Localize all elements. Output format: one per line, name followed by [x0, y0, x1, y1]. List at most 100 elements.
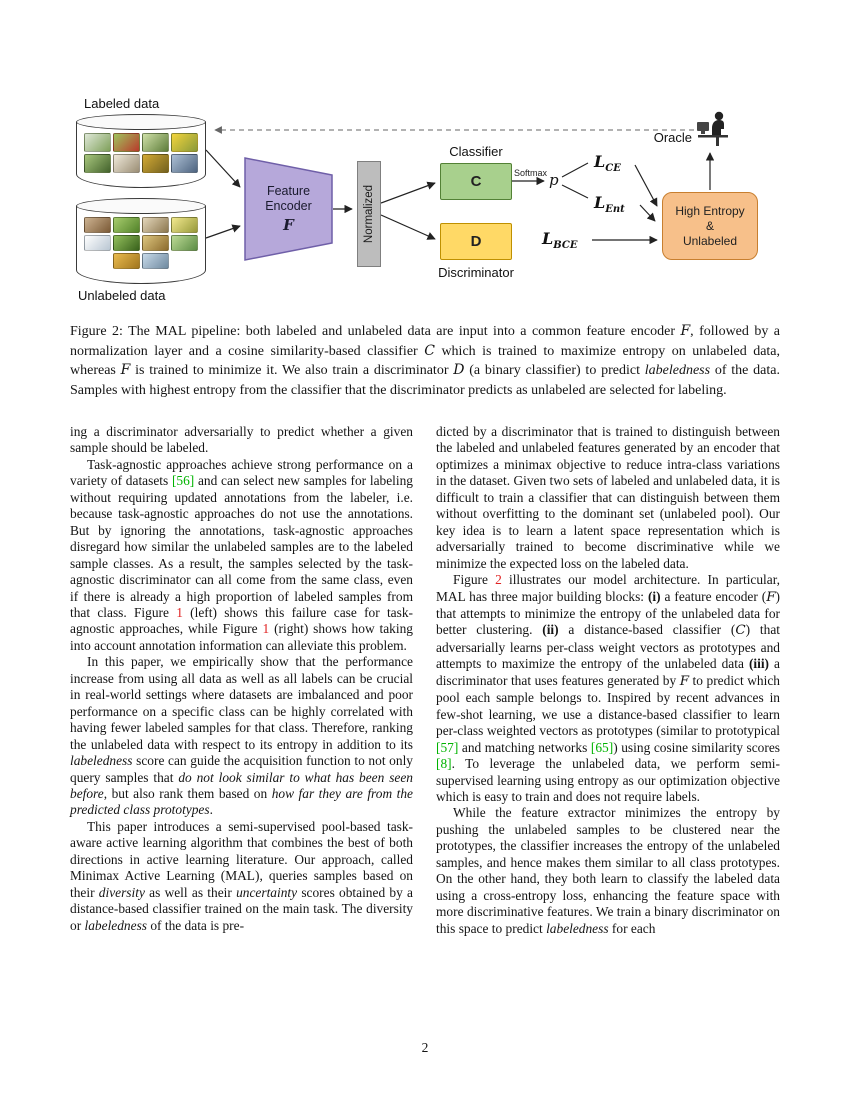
loss-binary-cross-entropy: LBCE — [542, 229, 577, 251]
loss-cross-entropy: LCE — [594, 152, 621, 174]
photo-thumbnail — [142, 154, 169, 173]
mal-pipeline-figure: Labeled data Unlabeled data Feature Enco… — [0, 0, 850, 330]
classifier-title: Classifier — [449, 144, 503, 159]
photo-thumbnail — [142, 235, 169, 251]
text-segment: D — [453, 362, 465, 378]
text-segment: In this paper, we empirically show that … — [70, 654, 413, 752]
text-segment: C — [735, 623, 746, 639]
citation-link[interactable]: [56] — [171, 473, 195, 489]
high-entropy-unlabeled-box: High Entropy & Unlabeled — [662, 192, 758, 260]
oracle-label: Oracle — [653, 130, 692, 145]
discriminator-title: Discriminator — [438, 265, 514, 280]
unlabeled-to-encoder-arrow — [205, 224, 241, 239]
photo-thumbnail — [142, 253, 169, 269]
text-segment: do not look similar to what has been see… — [70, 769, 413, 801]
normalized-label: Normalized — [363, 184, 375, 244]
text-segment: a discriminator that uses features gener… — [436, 656, 780, 688]
text-segment: Task-agnostic approaches achieve strong … — [70, 456, 413, 489]
text-segment: which is trained to maximize entropy on … — [70, 343, 781, 379]
text-segment: While the feature extractor minimizes th… — [436, 805, 780, 936]
probability-label: p — [549, 171, 559, 189]
text-segment: dicted by a discriminator that is traine… — [436, 424, 780, 571]
paragraph: dicted by a discriminator that is traine… — [436, 424, 780, 572]
text-segment: of the data. Samples with highest entrop… — [70, 363, 780, 398]
text-segment: and matching networks — [458, 739, 591, 755]
photo-thumbnail — [171, 133, 198, 152]
text-segment: Figure 2: The MAL pipeline: both labeled… — [70, 324, 681, 339]
photo-thumbnail — [142, 217, 169, 233]
classifier-letter: C — [470, 173, 482, 190]
text-segment: This paper introduces a semi-supervised … — [70, 818, 413, 900]
photo-thumbnail — [84, 133, 111, 152]
unlabeled-thumbnails — [76, 206, 206, 284]
loss-letter: L — [594, 152, 606, 171]
text-segment: how far they are from the predicted clas… — [70, 785, 413, 818]
text-segment: diversity — [98, 884, 145, 900]
photo-thumbnail — [142, 133, 169, 152]
feature-encoder-line2: Encoder — [265, 199, 312, 213]
citation-link[interactable]: [65] — [590, 739, 614, 755]
lce-to-highentropy-arrow — [634, 164, 658, 207]
citation-link[interactable]: [57] — [436, 739, 459, 755]
cylinder-top-ellipse — [76, 198, 206, 214]
photo-thumbnail — [84, 235, 111, 251]
photo-thumbnail — [113, 217, 140, 233]
text-segment: Figure — [453, 572, 496, 588]
text-segment: . To leverage the unlabeled data, we per… — [436, 756, 780, 804]
text-segment: (a binary classifier) to predict — [464, 363, 645, 378]
normalized-to-classifier-arrow — [380, 181, 436, 204]
text-segment: a feature encoder ( — [660, 588, 767, 604]
labeled-thumbnails — [76, 122, 206, 188]
figure-ref-link[interactable]: 1 — [176, 604, 183, 620]
text-segment: (i) — [647, 588, 661, 604]
normalized-to-discriminator-arrow — [380, 214, 436, 240]
paragraph: Figure 2 illustrates our model architect… — [436, 572, 780, 805]
text-segment: . — [209, 802, 213, 818]
text-segment: to predict which pool each sample belong… — [436, 672, 780, 739]
text-segment: as well as their — [144, 884, 237, 900]
softmax-label: Softmax — [514, 168, 548, 178]
text-segment: score can guide the acquisition function… — [70, 753, 413, 785]
photo-thumbnail — [171, 235, 198, 251]
loss-letter: L — [542, 229, 554, 248]
text-segment: ) that attempts to minimize the entropy … — [436, 588, 780, 638]
normalized-layer: Normalized — [357, 161, 381, 267]
text-segment: ) that adversarially learns per-class we… — [436, 622, 780, 672]
photo-thumbnail — [84, 154, 111, 173]
p-branch-lower — [561, 184, 589, 199]
text-segment: ) using cosine similarity scores — [613, 739, 780, 755]
text-segment: labeledness — [70, 753, 133, 769]
text-segment: F — [120, 362, 131, 378]
photo-thumbnail — [171, 217, 198, 233]
text-segment: illustrates our model architecture. In p… — [436, 572, 780, 604]
text-segment: and can select new samples for labeling … — [70, 473, 414, 620]
loss-letter: L — [594, 193, 606, 212]
text-segment: F — [680, 323, 691, 339]
paragraph: ing a discriminator adversarially to pre… — [70, 424, 413, 457]
text-segment: labeledness — [84, 917, 147, 933]
citation-link[interactable]: [8] — [436, 756, 452, 772]
unlabeled-data-label: Unlabeled data — [78, 288, 166, 303]
figure-ref-link[interactable]: 2 — [495, 572, 502, 588]
photo-thumbnail — [113, 154, 140, 173]
p-branch-upper — [561, 162, 589, 178]
discriminator-letter: D — [470, 233, 482, 250]
figure-caption: Figure 2: The MAL pipeline: both labeled… — [70, 322, 780, 400]
text-segment: (ii) — [542, 622, 559, 638]
text-segment: F — [679, 673, 689, 689]
photo-thumbnail — [113, 253, 140, 269]
feature-encoder-symbol: F — [283, 216, 294, 234]
photo-thumbnail — [171, 154, 198, 173]
feature-encoder-label: Feature Encoder F — [245, 184, 332, 233]
lent-to-highentropy-arrow — [639, 204, 656, 222]
figure-ref-link[interactable]: 1 — [262, 621, 270, 637]
paragraph: This paper introduces a semi-supervised … — [70, 819, 413, 934]
text-segment: scores obtained by a distance-based clas… — [70, 884, 413, 933]
labeled-data-cylinder — [76, 114, 206, 188]
text-segment: ing a discriminator adversarially to pre… — [70, 424, 413, 456]
paragraph: Task-agnostic approaches achieve strong … — [70, 457, 413, 654]
high-entropy-line1: High Entropy — [675, 203, 745, 218]
text-segment: (right) shows how taking into account an… — [70, 621, 413, 653]
oracle-person-icon — [697, 111, 728, 146]
